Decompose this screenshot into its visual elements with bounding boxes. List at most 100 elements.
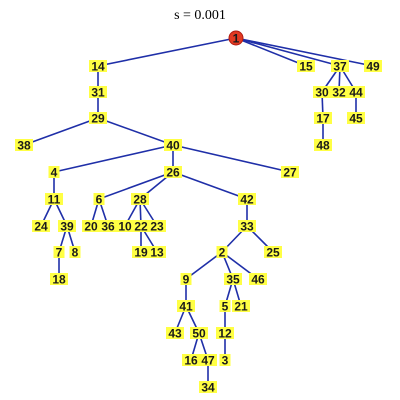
- node-label: 5: [222, 300, 229, 314]
- node-label-background: [180, 273, 192, 285]
- node-label-background: [232, 300, 250, 312]
- node-label-background: [297, 60, 315, 72]
- node-label-background: [313, 86, 331, 98]
- node-label: 38: [17, 139, 31, 153]
- node-label: 33: [240, 220, 254, 234]
- node-21: 21: [232, 300, 250, 314]
- diagram-title: s = 0.001: [174, 8, 226, 23]
- node-label-background: [89, 60, 107, 72]
- node-label: 6: [96, 193, 103, 207]
- node-10: 10: [116, 220, 134, 234]
- node-label: 45: [349, 112, 363, 126]
- node-label-background: [314, 112, 332, 124]
- node-label-background: [347, 86, 365, 98]
- node-label-background: [219, 300, 231, 312]
- node-33: 33: [238, 220, 256, 234]
- node-label-background: [132, 246, 150, 258]
- node-label: 48: [316, 139, 330, 153]
- node-13: 13: [148, 246, 166, 260]
- node-27: 27: [281, 166, 299, 180]
- node-label: 32: [332, 86, 346, 100]
- node-17: 17: [314, 112, 332, 126]
- node-label-background: [199, 354, 217, 366]
- node-label: 22: [134, 220, 148, 234]
- node-label: 29: [91, 112, 105, 126]
- node-label-background: [93, 193, 105, 205]
- node-label: 4: [51, 166, 58, 180]
- edge-40-27: [172, 144, 291, 173]
- node-label: 40: [166, 139, 180, 153]
- node-label: 24: [34, 220, 48, 234]
- node-label: 31: [91, 86, 105, 100]
- node-label-background: [164, 166, 182, 178]
- node-50: 50: [190, 327, 208, 341]
- node-label-background: [364, 60, 382, 72]
- node-label-background: [132, 220, 150, 232]
- node-label: 10: [118, 220, 132, 234]
- node-label-background: [82, 220, 100, 232]
- node-label: 11: [48, 193, 61, 207]
- node-32: 32: [330, 86, 348, 100]
- edge-2-9: [185, 251, 223, 280]
- root-marker-icon: [228, 30, 244, 46]
- node-label: 21: [234, 300, 248, 314]
- node-label: 26: [166, 166, 180, 180]
- node-38: 38: [15, 139, 33, 153]
- node-16: 16: [182, 354, 200, 368]
- node-41: 41: [177, 300, 195, 314]
- edge-1-14: [97, 37, 237, 67]
- node-label: 50: [192, 327, 206, 341]
- node-1: 1: [228, 30, 244, 46]
- node-20: 20: [82, 220, 100, 234]
- node-label-background: [148, 220, 166, 232]
- node-label-background: [182, 354, 200, 366]
- node-label-background: [177, 300, 195, 312]
- node-9: 9: [180, 273, 192, 287]
- node-label: 34: [201, 381, 215, 395]
- node-label: 20: [84, 220, 98, 234]
- node-46: 46: [249, 273, 267, 287]
- node-label: 35: [226, 273, 240, 287]
- node-label: 44: [349, 86, 363, 100]
- node-label: 49: [366, 60, 380, 74]
- node-label-background: [48, 166, 60, 178]
- node-2: 2: [216, 246, 228, 260]
- node-6: 6: [93, 193, 105, 207]
- node-14: 14: [89, 60, 107, 74]
- node-37: 37: [331, 60, 349, 74]
- node-label: 42: [240, 193, 254, 207]
- edge-26-6: [98, 171, 174, 200]
- node-label-background: [331, 60, 349, 72]
- node-36: 36: [99, 220, 117, 234]
- node-label-background: [116, 220, 134, 232]
- node-label-background: [264, 246, 282, 258]
- node-23: 23: [148, 220, 166, 234]
- node-40: 40: [164, 139, 182, 153]
- node-label-background: [45, 193, 63, 205]
- node-label-background: [32, 220, 50, 232]
- node-label-background: [15, 139, 33, 151]
- node-label-background: [89, 112, 107, 124]
- node-label: 39: [60, 220, 74, 234]
- edge-1-15: [235, 37, 307, 67]
- node-label: 15: [299, 60, 313, 74]
- node-4: 4: [48, 166, 60, 180]
- node-label: 41: [179, 300, 193, 314]
- node-43: 43: [166, 327, 184, 341]
- node-label: 1: [233, 32, 240, 46]
- node-label: 8: [72, 246, 79, 260]
- node-31: 31: [89, 86, 107, 100]
- node-8: 8: [69, 246, 81, 260]
- node-35: 35: [224, 273, 242, 287]
- node-label: 27: [283, 166, 297, 180]
- node-49: 49: [364, 60, 382, 74]
- node-29: 29: [89, 112, 107, 126]
- node-24: 24: [32, 220, 50, 234]
- node-label-background: [50, 273, 68, 285]
- node-12: 12: [216, 327, 234, 341]
- node-label: 7: [56, 246, 63, 260]
- edge-26-42: [172, 171, 248, 200]
- node-label-background: [281, 166, 299, 178]
